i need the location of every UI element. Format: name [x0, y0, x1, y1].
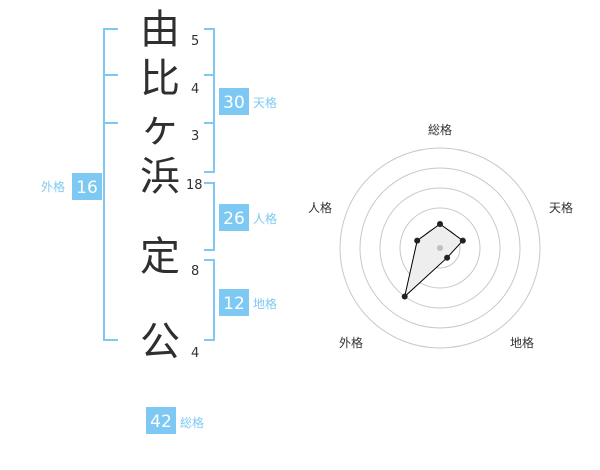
- soukaku-badge: [146, 407, 176, 434]
- gaikaku-label: 外格: [41, 179, 65, 194]
- radar-label-chikaku: 地格: [510, 335, 534, 350]
- gaikaku-badge: [72, 173, 102, 200]
- radar-grid-ring-3: [379, 187, 501, 309]
- jinkaku-badge: [219, 204, 249, 231]
- radar-point-4: [414, 237, 421, 244]
- name-char-5: 定: [140, 234, 180, 280]
- stroke-count-5: 8: [191, 264, 199, 279]
- radar-point-2: [444, 254, 451, 261]
- tenkaku-label: 天格: [253, 95, 277, 110]
- stroke-count-1: 5: [191, 34, 199, 49]
- tenkaku-value: 30: [223, 93, 245, 113]
- gaikaku-value: 16: [76, 178, 98, 198]
- name-char-2: 比: [140, 56, 180, 102]
- soukaku-value: 42: [150, 412, 172, 432]
- tenkaku-bracket: [204, 28, 215, 173]
- gaikaku-bracket: [103, 28, 118, 341]
- radar-label-tenkaku: 天格: [549, 200, 573, 215]
- jinkaku-bracket: [204, 182, 215, 251]
- jinkaku-label: 人格: [253, 211, 277, 226]
- jinkaku-value: 26: [223, 209, 245, 229]
- radar-label-jinkaku: 人格: [308, 200, 332, 215]
- name-char-4: 浜: [140, 154, 180, 200]
- radar-point-1: [459, 237, 466, 244]
- chikaku-badge: [219, 289, 249, 316]
- stroke-count-2: 4: [191, 82, 199, 97]
- radar-label-soukaku: 総格: [428, 122, 452, 137]
- name-char-1: 由: [140, 7, 180, 53]
- radar-center-dot: [437, 245, 443, 251]
- stroke-count-3: 3: [191, 129, 199, 144]
- chikaku-value: 12: [223, 294, 245, 314]
- tenkaku-badge: [219, 88, 249, 115]
- soukaku-label: 総格: [180, 415, 204, 430]
- stroke-count-6: 4: [191, 346, 199, 361]
- name-char-3: ヶ: [140, 105, 180, 151]
- radar-label-gaikaku: 外格: [339, 335, 363, 350]
- gaikaku-bracket-ticks: [104, 74, 118, 124]
- radar-grid-ring-2: [399, 207, 481, 289]
- stroke-count-4: 18: [186, 178, 203, 193]
- radar-chart: 総格 天格 地格 外格 人格: [308, 122, 573, 350]
- radar-point-3: [401, 293, 408, 300]
- chikaku-label: 地格: [253, 296, 277, 311]
- radar-point-0: [437, 221, 443, 227]
- radar-grid-ring-4: [359, 167, 521, 329]
- radar-grid-ring-5: [339, 147, 541, 349]
- name-char-6: 公: [140, 319, 180, 365]
- chikaku-bracket: [204, 259, 215, 341]
